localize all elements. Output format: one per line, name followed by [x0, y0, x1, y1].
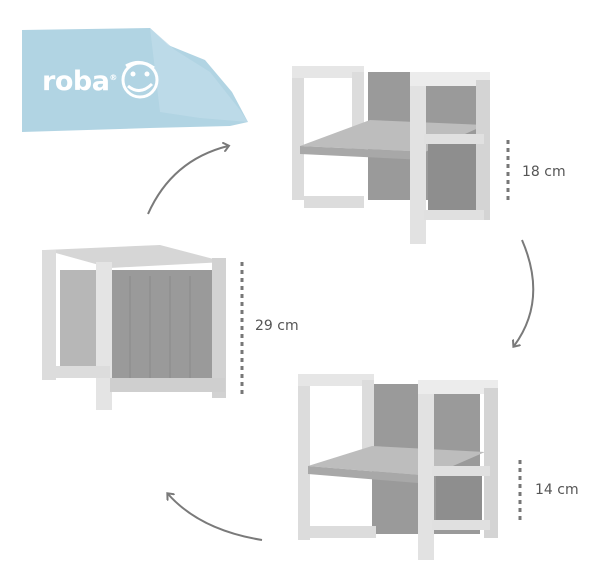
arrow-curved-icon — [168, 494, 263, 541]
chair-low-seat — [298, 374, 498, 560]
roba-smiley-icon — [121, 61, 159, 99]
dimension-label-seat-low: 14 cm — [535, 482, 579, 498]
chair-high-seat — [292, 66, 490, 244]
cube-table — [42, 245, 226, 410]
arrow-curved-icon — [147, 146, 228, 215]
dimension-label-seat-high: 18 cm — [522, 164, 566, 180]
brand-name: roba® — [42, 66, 117, 97]
arrow-curved-icon — [514, 239, 535, 346]
dimension-label-table-height: 29 cm — [255, 318, 299, 334]
roba-logo — [22, 28, 248, 132]
